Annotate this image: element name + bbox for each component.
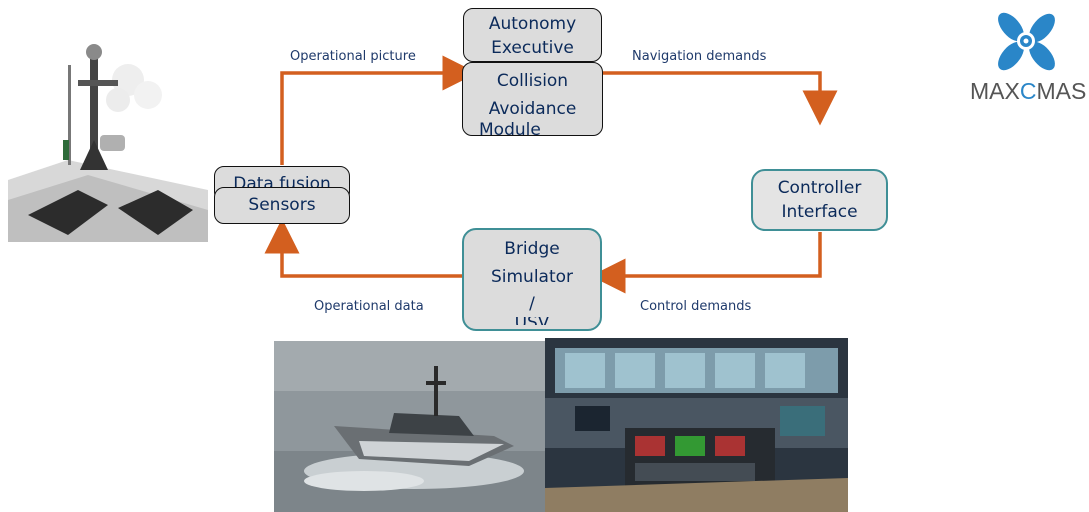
node-sensors: Sensors xyxy=(214,187,350,224)
node-bridge-line3: / xyxy=(529,294,535,314)
node-controller-line2: Interface xyxy=(781,202,858,222)
label-control-demands: Control demands xyxy=(640,299,752,314)
node-bridge-simulator-usv: Bridge Simulator / USV xyxy=(462,228,602,331)
node-autonomy-executive-line1: Autonomy xyxy=(488,14,577,34)
arrow-operational-data xyxy=(264,218,462,278)
label-navigation-demands: Navigation demands xyxy=(632,49,767,64)
node-autonomy-executive-line2: Executive xyxy=(491,38,574,58)
node-collision-line2: Avoidance xyxy=(488,99,577,119)
logo-text-mas: MAS xyxy=(1036,78,1087,104)
propeller-icon xyxy=(998,12,1055,71)
maxcmas-logo: MAXCMAS xyxy=(970,8,1086,108)
usv-boat-photo xyxy=(274,341,545,512)
node-collision-line1: Collision xyxy=(496,71,569,91)
node-bridge-line1: Bridge xyxy=(504,239,560,259)
node-sensors-label: Sensors xyxy=(248,195,316,215)
arrow-operational-picture xyxy=(280,55,478,165)
label-operational-picture: Operational picture xyxy=(290,49,416,64)
node-controller-line1: Controller xyxy=(777,178,862,198)
usv-mast-photo xyxy=(8,40,208,242)
node-bridge-line4: USV xyxy=(464,317,600,325)
arrow-navigation-demands xyxy=(603,71,838,126)
node-bridge-line2: Simulator xyxy=(490,267,574,287)
label-operational-data: Operational data xyxy=(314,299,424,314)
logo-text-c: C xyxy=(1019,78,1037,104)
node-collision-avoidance-module: Collision Avoidance Module xyxy=(462,62,603,140)
logo-text: MAXCMAS xyxy=(970,78,1086,105)
logo-text-max: MAX xyxy=(970,78,1020,104)
node-autonomy-executive: Autonomy Executive xyxy=(463,8,602,62)
node-controller-interface: Controller Interface xyxy=(751,169,888,231)
arrow-control-demands xyxy=(590,232,822,294)
bridge-simulator-photo xyxy=(545,338,848,512)
node-collision-line3: Module xyxy=(479,120,541,140)
